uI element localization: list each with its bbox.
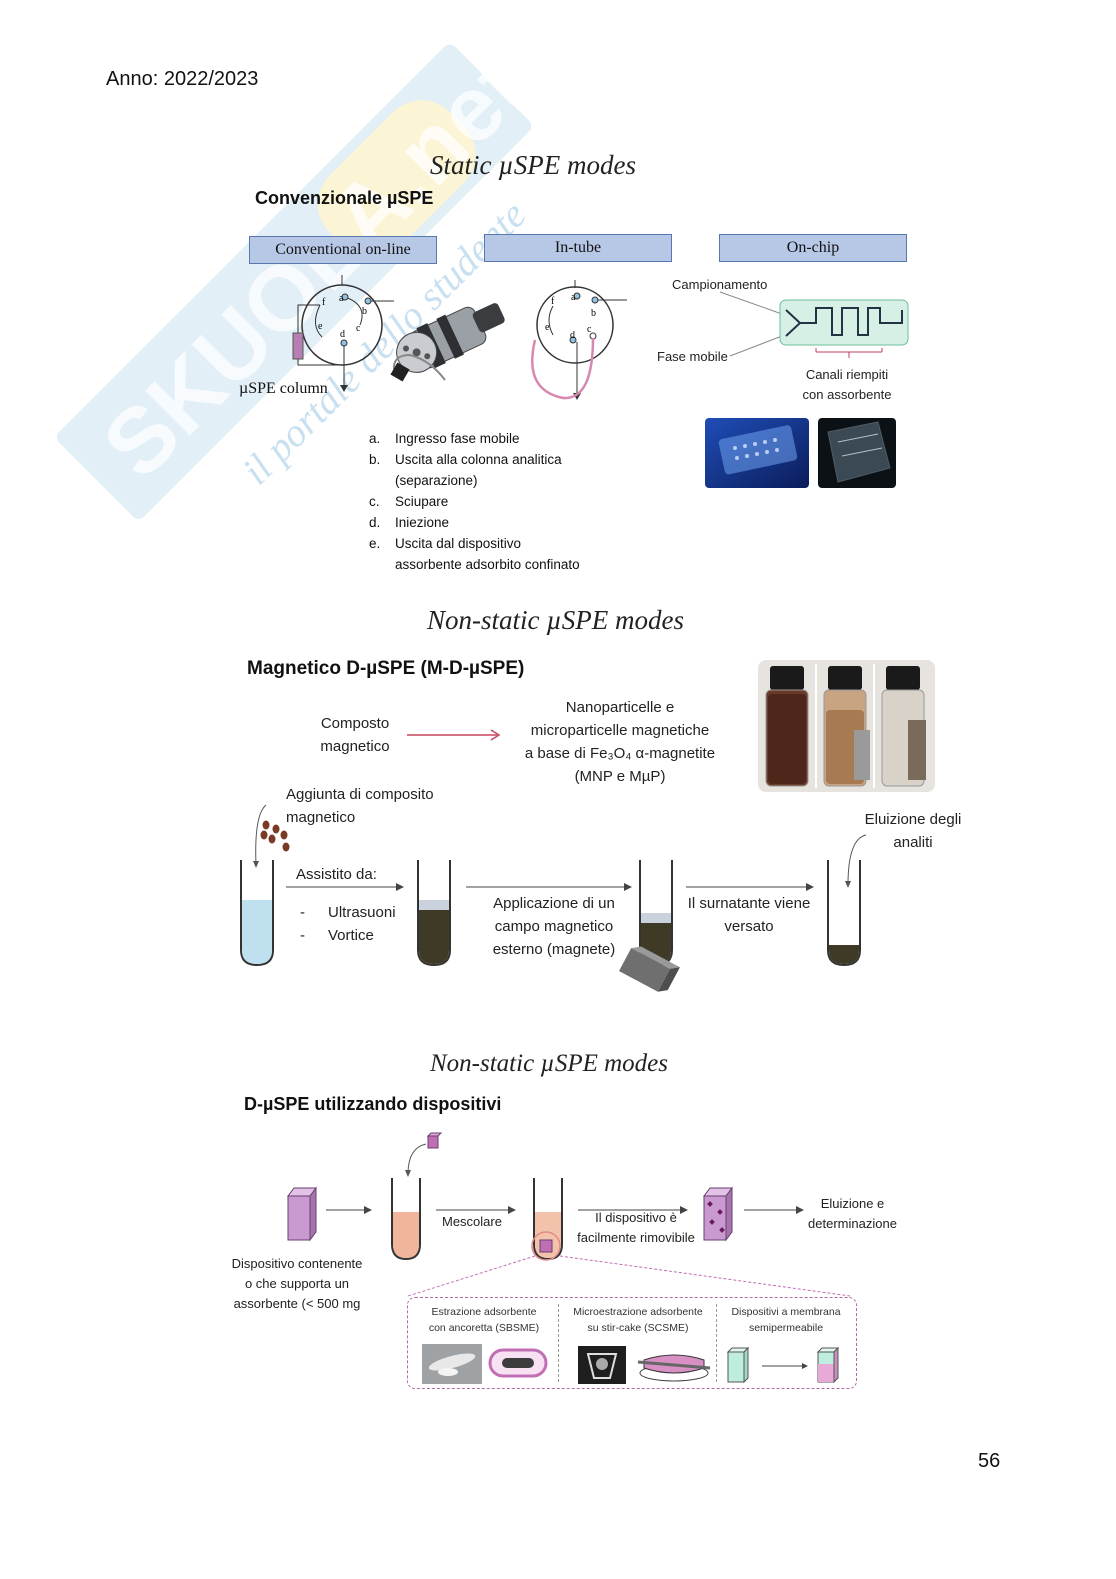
mix-label: Mescolare bbox=[442, 1214, 502, 1229]
valve-photo bbox=[390, 303, 505, 382]
removable-label: Il dispositivo è facilmente rimovibile bbox=[566, 1208, 706, 1248]
box-conventional-online: Conventional on-line bbox=[249, 236, 437, 264]
chip-mobile-phase-label: Fase mobile bbox=[657, 349, 728, 364]
add-composite-line1: Aggiunta di composito bbox=[286, 786, 434, 803]
elution-line2: analiti bbox=[893, 834, 933, 851]
assist-item-ultrasound: -Ultrasuoni bbox=[300, 904, 396, 921]
section3-subtitle: D-µSPE utilizzando dispositivi bbox=[244, 1094, 502, 1114]
add-composite-line2: magnetico bbox=[286, 809, 356, 826]
panel-scsme-line1: Microestrazione adsorbente bbox=[573, 1306, 703, 1318]
device-line1: Dispositivo contenente bbox=[231, 1256, 363, 1271]
device-line2: o che supporta un bbox=[244, 1276, 350, 1291]
assisted-label: Assistito da: bbox=[296, 866, 377, 883]
valve-diagram-conventional: a b c d e f bbox=[292, 275, 394, 392]
chip-channels-line2: con assorbente bbox=[802, 387, 892, 402]
chip-sampling-label: Campionamento bbox=[672, 277, 768, 292]
panel-divider bbox=[716, 1304, 717, 1382]
port-a-2: a bbox=[571, 292, 576, 303]
section1-title: Static µSPE modes bbox=[430, 150, 637, 180]
port-f: f bbox=[322, 297, 326, 308]
port-e-2: e bbox=[545, 322, 550, 333]
elution-label: Eluizione degli analiti bbox=[858, 808, 968, 854]
assist-list: -Ultrasuoni -Vortice bbox=[300, 901, 396, 947]
magnetic-process-diagram bbox=[240, 804, 867, 992]
section2-subtitle: Magnetico D-µSPE (M-D-µSPE) bbox=[247, 658, 525, 679]
panel-membrane-line2: semipermeabile bbox=[748, 1322, 824, 1334]
legend-item: b.Uscita alla colonna analitica bbox=[369, 452, 562, 467]
particles-line3: a base di Fe₃O₄ α-magnetite bbox=[524, 745, 716, 762]
panel-sbsme-line1: Estrazione adsorbente bbox=[431, 1306, 537, 1318]
section3-title: Non-static µSPE modes bbox=[430, 1050, 668, 1077]
panel-membrane-line1: Dispositivi a membrana bbox=[731, 1306, 841, 1318]
valve-legend: a.Ingresso fase mobile b.Uscita alla col… bbox=[369, 428, 580, 575]
box-on-chip: On-chip bbox=[719, 234, 907, 262]
magnet-step-line3: esterno (magnete) bbox=[492, 941, 616, 958]
section1-subtitle: Convenzionale µSPE bbox=[255, 188, 434, 208]
legend-item: (separazione) bbox=[395, 473, 478, 488]
assist-item-vortex: -Vortice bbox=[300, 927, 374, 944]
port-e: e bbox=[318, 321, 323, 332]
chip-channels-line1: Canali riempiti bbox=[805, 367, 889, 382]
removable-line1: Il dispositivo è bbox=[595, 1210, 677, 1225]
particles-line1: Nanoparticelle e bbox=[565, 699, 675, 716]
port-c-2: c bbox=[587, 324, 592, 335]
chip-photo-glass bbox=[818, 418, 896, 488]
document-year: Anno: 2022/2023 bbox=[106, 68, 259, 90]
elution-determination-label: Eluizione e determinazione bbox=[800, 1194, 905, 1234]
composite-line1: Composto bbox=[320, 715, 390, 732]
port-f-2: f bbox=[551, 296, 555, 307]
vials-photo bbox=[758, 660, 935, 792]
particles-label: Nanoparticelle e microparticelle magneti… bbox=[510, 696, 730, 788]
device-label: Dispositivo contenente o che supporta un… bbox=[222, 1254, 372, 1314]
column-label: µSPE column bbox=[239, 380, 328, 397]
supernatant-line2: versato bbox=[724, 918, 774, 935]
port-b-2: b bbox=[591, 308, 596, 319]
panel-membrane: Dispositivi a membrana semipermeabile bbox=[720, 1304, 852, 1336]
particles-line4: (MNP e MµP) bbox=[574, 768, 666, 785]
chip-photo-blue bbox=[705, 418, 809, 488]
supernatant-label: Il surnatante viene versato bbox=[680, 892, 818, 938]
port-d: d bbox=[340, 329, 345, 340]
legend-item: a.Ingresso fase mobile bbox=[369, 431, 520, 446]
device-types-panel: Estrazione adsorbente con ancoretta (SBS… bbox=[407, 1297, 857, 1389]
magnet-step-label: Applicazione di un campo magnetico ester… bbox=[480, 892, 628, 961]
add-composite-label: Aggiunta di composito magnetico bbox=[286, 783, 434, 829]
legend-item: c.Sciupare bbox=[369, 494, 449, 509]
port-c: c bbox=[356, 323, 361, 334]
page-number: 56 bbox=[978, 1450, 1001, 1472]
chip-channels-label: Canali riempiti con assorbente bbox=[792, 365, 902, 405]
legend-item: e.Uscita dal dispositivo bbox=[369, 536, 522, 551]
elution-det-line1: Eluizione e bbox=[820, 1196, 885, 1211]
legend-item: assorbente adsorbito confinato bbox=[395, 557, 580, 572]
legend-item: d.Iniezione bbox=[369, 515, 450, 530]
composite-line2: magnetico bbox=[320, 738, 390, 755]
panel-divider bbox=[558, 1304, 559, 1382]
panel-sbsme-line2: con ancoretta (SBSME) bbox=[428, 1322, 540, 1334]
particles-line2: microparticelle magnetiche bbox=[530, 722, 710, 739]
composite-arrow bbox=[407, 729, 501, 741]
section2-title: Non-static µSPE modes bbox=[427, 605, 685, 635]
port-a: a bbox=[339, 293, 344, 304]
device-line3: assorbente (< 500 mg bbox=[233, 1296, 361, 1311]
magnet-step-line2: campo magnetico bbox=[494, 918, 614, 935]
box-in-tube: In-tube bbox=[484, 234, 672, 262]
removable-line2: facilmente rimovibile bbox=[577, 1230, 695, 1245]
panel-sbsme: Estrazione adsorbente con ancoretta (SBS… bbox=[414, 1304, 554, 1336]
panel-scsme: Microestrazione adsorbente su stir-cake … bbox=[562, 1304, 714, 1336]
chip-schematic bbox=[719, 291, 909, 358]
elution-line1: Eluizione degli bbox=[864, 811, 962, 828]
panel-scsme-line2: su stir-cake (SCSME) bbox=[587, 1322, 689, 1334]
panel-illustrations bbox=[422, 1344, 840, 1384]
magnet-step-line1: Applicazione di un bbox=[493, 895, 615, 912]
elution-det-line2: determinazione bbox=[808, 1216, 897, 1231]
port-b: b bbox=[362, 306, 367, 317]
valve-diagram-in-tube: a b c d e f bbox=[531, 280, 627, 400]
device-process-diagram bbox=[287, 1132, 851, 1297]
composite-label: Composto magnetico bbox=[300, 712, 410, 758]
port-d-2: d bbox=[570, 330, 575, 341]
supernatant-line1: Il surnatante viene bbox=[687, 895, 811, 912]
